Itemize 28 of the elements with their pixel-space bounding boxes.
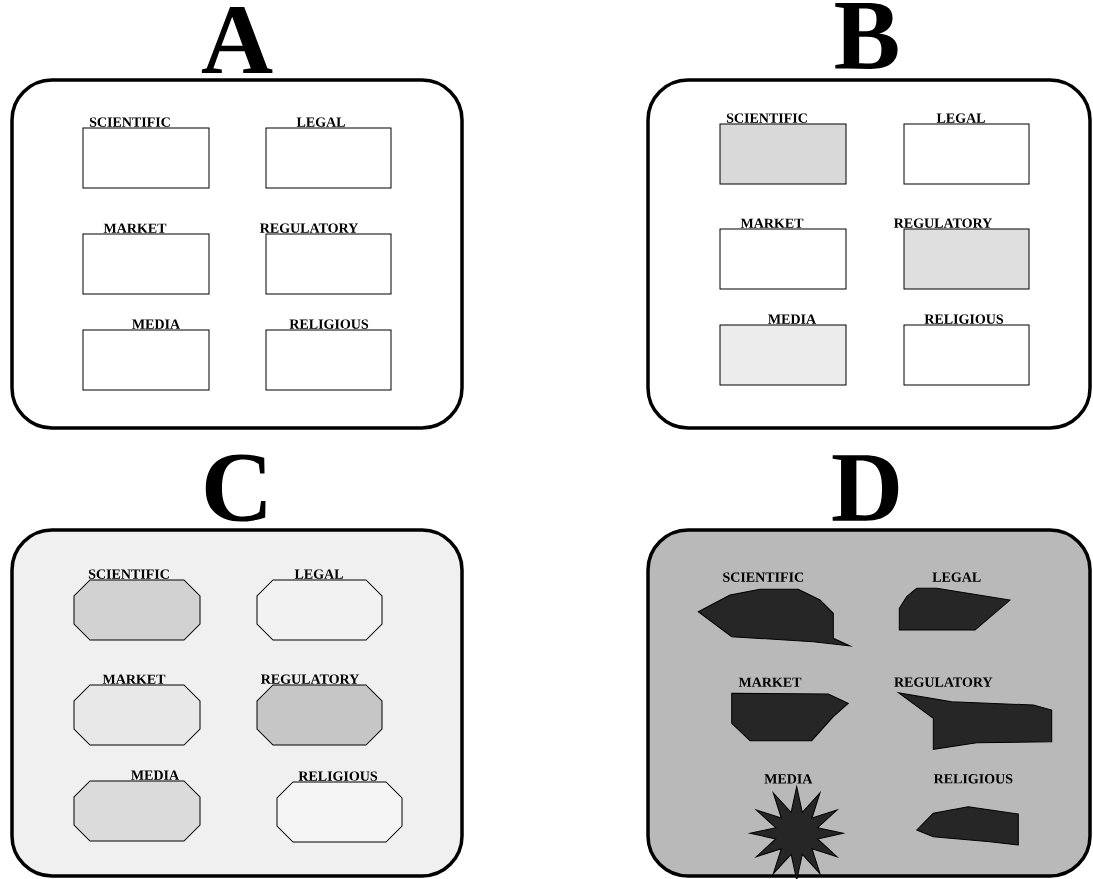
category-label: LEGAL (296, 117, 345, 127)
category-label: MEDIA (131, 770, 179, 780)
category-label: SCIENTIFIC (723, 572, 804, 582)
category-label: REGULATORY (259, 223, 358, 233)
category-label: MARKET (102, 674, 166, 684)
category-label: MARKET (738, 677, 802, 687)
panel-letter: A (201, 7, 273, 73)
category-label: RELIGIOUS (933, 774, 1013, 784)
category-label: LEGAL (294, 569, 343, 579)
category-label: MEDIA (764, 774, 813, 784)
category-label: MARKET (103, 223, 167, 233)
category-label: SCIENTIFIC (89, 117, 170, 127)
category-label: RELIGIOUS (298, 771, 378, 781)
panel-letter: C (205, 454, 266, 522)
category-label: SCIENTIFIC (88, 569, 169, 579)
panel-letter: B (835, 3, 898, 69)
category-label: MARKET (740, 218, 804, 228)
category-label: MEDIA (768, 314, 816, 324)
category-label: SCIENTIFIC (726, 113, 807, 123)
category-label: RELIGIOUS (289, 319, 369, 329)
category-label: LEGAL (932, 572, 981, 582)
category-label: REGULATORY (893, 218, 993, 228)
panel-letter: D (832, 455, 899, 521)
category-label: RELIGIOUS (924, 314, 1004, 324)
category-label: REGULATORY (894, 677, 993, 687)
category-label: MEDIA (132, 319, 180, 329)
category-label: REGULATORY (260, 674, 359, 684)
category-label: LEGAL (936, 113, 985, 123)
